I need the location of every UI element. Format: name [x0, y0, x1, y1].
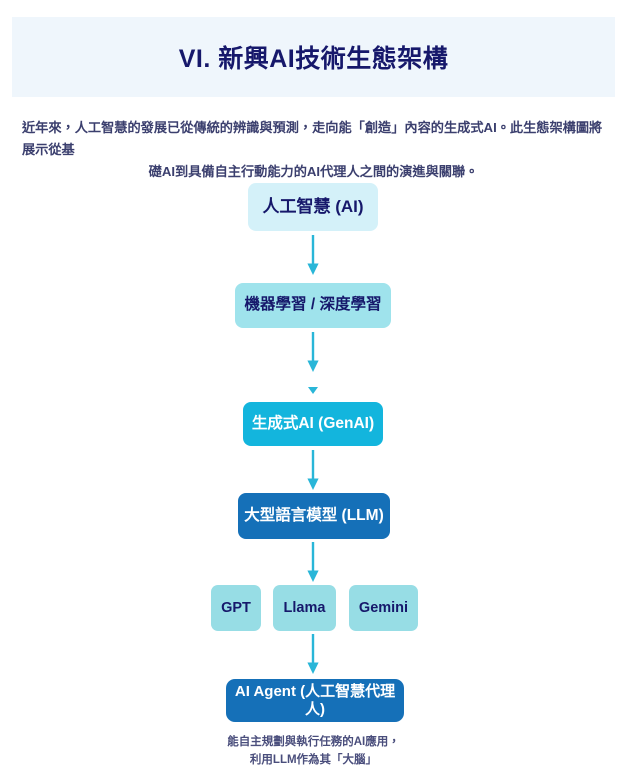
- node-ai-agent-label: AI Agent (人工智慧代理人): [234, 682, 396, 718]
- chip-llama[interactable]: Llama: [273, 585, 336, 631]
- intro-line-1: 近年來，人工智慧的發展已從傳統的辨識與預測，走向能「創造」內容的生成式AI。此生…: [22, 120, 603, 157]
- node-generative-ai-label: 生成式AI (GenAI): [251, 414, 375, 432]
- agent-caption: 能自主規劃與執行任務的AI應用， 利用LLM作為其「大腦」: [0, 733, 627, 769]
- arrow-head-fragment-icon: [308, 381, 318, 394]
- node-artificial-intelligence[interactable]: 人工智慧 (AI): [248, 183, 378, 231]
- node-large-language-model[interactable]: 大型語言模型 (LLM): [238, 493, 390, 539]
- model-chip-row: GPT Llama Gemini: [0, 585, 627, 631]
- arrow-down-icon-ai-to-ml: [304, 235, 322, 277]
- chip-gpt-label: GPT: [221, 600, 251, 616]
- intro-line-2: 礎AI到具備自主行動能力的AI代理人之間的演進與關聯。: [148, 164, 479, 179]
- chip-gemini[interactable]: Gemini: [349, 585, 418, 631]
- arrow-down-icon-llm-to-models: [304, 542, 322, 584]
- node-machine-learning-deep-learning-label: 機器學習 / 深度學習: [244, 296, 382, 314]
- agent-caption-line-2: 利用LLM作為其「大腦」: [249, 754, 378, 766]
- node-large-language-model-label: 大型語言模型 (LLM): [244, 506, 384, 524]
- arrow-down-icon-models-to-agent: [304, 634, 322, 676]
- chip-llama-label: Llama: [283, 600, 326, 616]
- node-ai-agent[interactable]: AI Agent (人工智慧代理人): [226, 679, 404, 722]
- node-artificial-intelligence-label: 人工智慧 (AI): [262, 196, 364, 216]
- page-title: VI. 新興AI技術生態架構: [178, 45, 449, 73]
- chip-gemini-label: Gemini: [358, 600, 409, 616]
- agent-caption-line-1: 能自主規劃與執行任務的AI應用，: [227, 736, 400, 748]
- arrow-down-icon-ml-to-genai: [304, 332, 322, 374]
- node-machine-learning-deep-learning[interactable]: 機器學習 / 深度學習: [235, 283, 391, 328]
- arrow-down-icon-genai-to-llm: [304, 450, 322, 492]
- node-generative-ai[interactable]: 生成式AI (GenAI): [243, 402, 383, 446]
- page-header-band: VI. 新興AI技術生態架構: [12, 17, 615, 97]
- chip-gpt[interactable]: GPT: [211, 585, 261, 631]
- intro-paragraph: 近年來，人工智慧的發展已從傳統的辨識與預測，走向能「創造」內容的生成式AI。此生…: [22, 117, 605, 183]
